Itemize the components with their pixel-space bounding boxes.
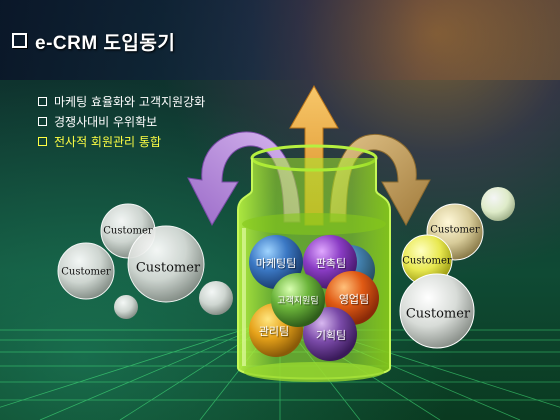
customer-label: Customer: [103, 225, 153, 237]
customer-label: Customer: [430, 224, 480, 236]
bullet-item: 경쟁사대비 우위확보: [38, 112, 205, 132]
arrow-right-curve-icon: [329, 133, 431, 227]
bullet-text: 전사적 회원관리 통합: [54, 135, 161, 149]
bullet-item-highlight: 전사적 회원관리 통합: [38, 132, 205, 152]
team-label-planning: 기획팀: [315, 329, 347, 342]
bullet-square-icon: [38, 137, 47, 146]
arrow-left-curve-icon: [187, 131, 301, 227]
team-label-sales: 영업팀: [338, 293, 370, 306]
customer-label: Customer: [61, 266, 111, 278]
checkbox-square-icon: [12, 33, 27, 48]
bullet-text: 경쟁사대비 우위확보: [54, 115, 158, 129]
bullet-item: 마케팅 효율화와 고객지원강화: [38, 92, 205, 112]
page-title-text: e-CRM 도입동기: [35, 33, 176, 54]
header-band: [0, 0, 560, 80]
customer-label: Customer: [405, 306, 471, 322]
bullet-square-icon: [38, 97, 47, 106]
customer-label: Customer: [402, 255, 452, 267]
bullet-text: 마케팅 효율화와 고객지원강화: [54, 95, 206, 109]
page-title: e-CRM 도입동기: [12, 28, 175, 55]
team-label-customer-support: 고객지원팀: [277, 296, 319, 307]
customer-label: Customer: [135, 260, 201, 276]
team-label-promotion: 판촉팀: [315, 257, 347, 270]
team-label-marketing: 마케팅팀: [255, 257, 297, 270]
bullet-list: 마케팅 효율화와 고객지원강화 경쟁사대비 우위확보 전사적 회원관리 통합: [38, 92, 205, 152]
bullet-square-icon: [38, 117, 47, 126]
team-label-management: 관리팀: [258, 325, 290, 338]
